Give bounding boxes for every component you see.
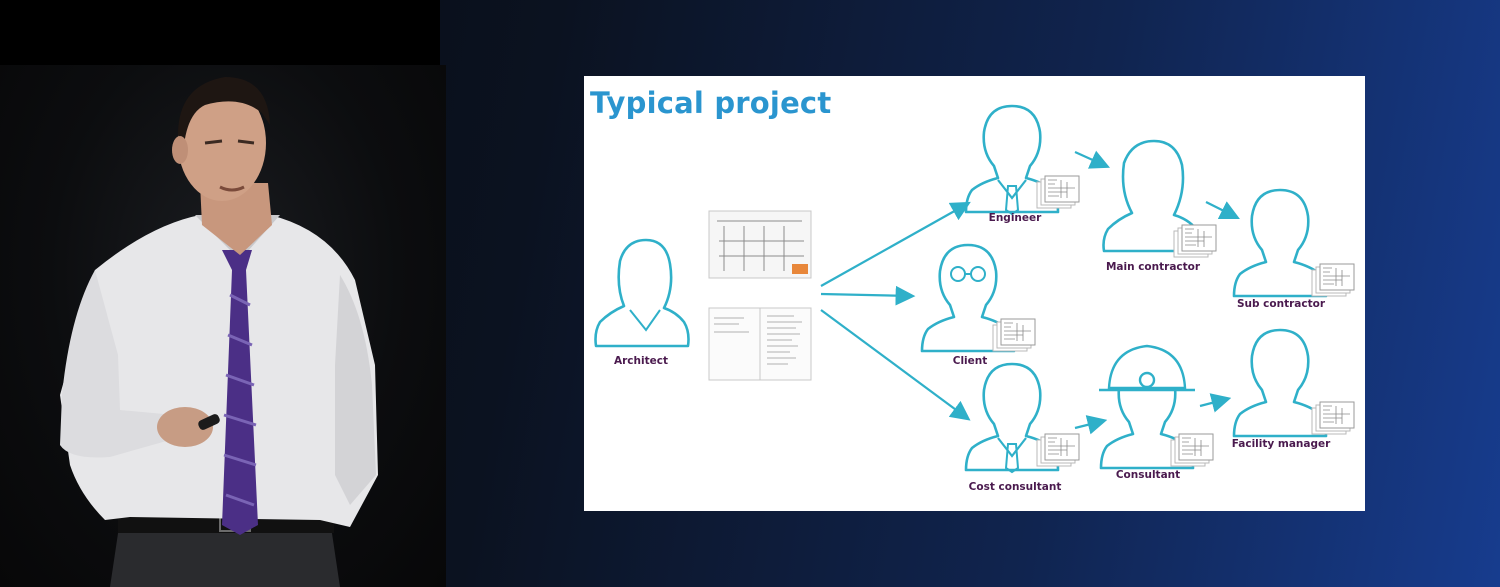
architect-label: Architect: [614, 355, 668, 367]
consultant-icon: [1099, 344, 1214, 470]
main-contractor-icon: [1102, 139, 1217, 258]
cost-consultant-icon: [966, 364, 1080, 472]
arrow-right-icon: [820, 201, 971, 287]
arrow-right-icon: [820, 285, 916, 306]
speaker-figure: [60, 77, 378, 587]
engineer-label: Engineer: [988, 212, 1042, 224]
sub-contractor-label: Sub contractor: [1236, 298, 1326, 310]
arrow-right-icon: [1074, 415, 1108, 435]
main-contractor-label: Main contractor: [1105, 261, 1201, 273]
cost-consultant-label: Cost consultant: [968, 481, 1062, 493]
arrow-right-icon: [1199, 393, 1232, 413]
presentation-slide: Typical project: [584, 76, 1365, 511]
arrow-right-icon: [820, 309, 971, 421]
arrow-right-icon: [1205, 201, 1240, 219]
engineer-icon: [966, 106, 1080, 214]
workflow-diagram: [594, 76, 1355, 511]
client-label: Client: [952, 355, 988, 367]
architect-icon: [594, 238, 690, 348]
slide-title: Typical project: [590, 86, 832, 120]
facility-manager-icon: [1232, 328, 1355, 438]
drawing-document-icon: [708, 210, 812, 279]
speaker-video: [0, 65, 446, 587]
letterbox-bar: [0, 0, 440, 65]
text-document-icon: [708, 307, 812, 381]
client-icon: [920, 243, 1036, 353]
consultant-label: Consultant: [1115, 469, 1181, 481]
arrow-right-icon: [1074, 150, 1111, 169]
sub-contractor-icon: [1232, 188, 1355, 298]
facility-manager-label: Facility manager: [1231, 438, 1331, 450]
